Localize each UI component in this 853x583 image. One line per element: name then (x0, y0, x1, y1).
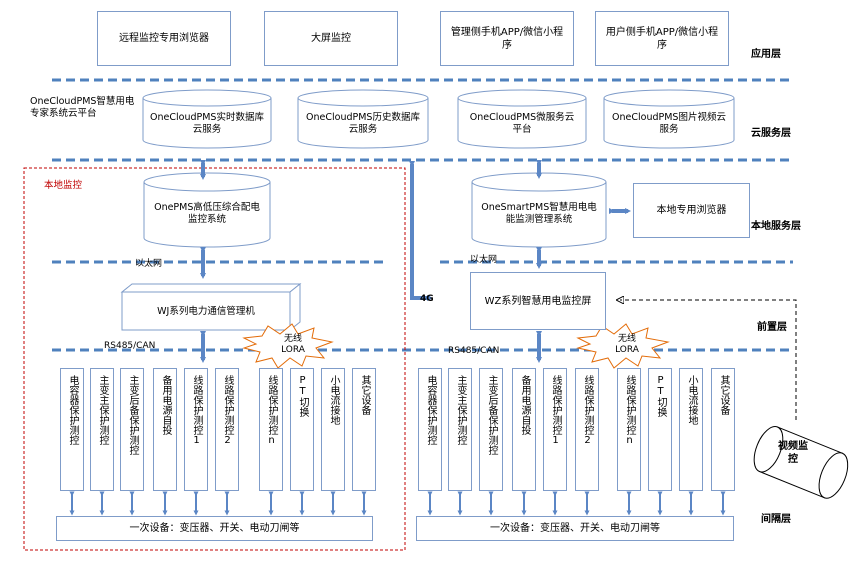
wireless-label-right: 无线LORA (615, 334, 639, 355)
layer-label-bay: 间隔层 (761, 514, 791, 525)
burst-left (242, 323, 334, 369)
right-device-other: 其它设备 (711, 368, 735, 491)
left-device-pt-switch: PT切换 (290, 368, 314, 491)
left-device-other: 其它设备 (352, 368, 376, 491)
video-link (620, 300, 797, 420)
layer-label-local-service: 本地服务层 (751, 221, 801, 232)
left-device-line-n: 线路保护测控n (259, 368, 283, 491)
cloud-history-db-label: OneCloudPMS历史数据库云服务 (306, 112, 420, 135)
wz-screen-box: WZ系列智慧用电监控屏 (470, 272, 606, 330)
cylinder-realtime-db (142, 98, 272, 149)
fourg-label: 4G (420, 294, 434, 304)
cloud-realtime-db-label: OneCloudPMS实时数据库云服务 (150, 112, 264, 135)
cylinder-onesmartpms (471, 182, 607, 248)
left-device-line-2: 线路保护测控2 (215, 368, 239, 491)
ethernet-label-right: 以太网 (470, 255, 498, 265)
left-device-backup-power: 备用电源自投 (153, 368, 177, 491)
cylinder-realtime-db-top (142, 89, 272, 107)
local-monitor-label: 本地监控 (44, 180, 83, 191)
left-primary-equipment: 一次设备：变压器、开关、电动刀闸等 (56, 516, 373, 541)
cylinder-history-db-top (297, 89, 429, 107)
right-device-backup-transformer: 主变后备保护测控 (479, 368, 503, 491)
cloud-platform-label: OneCloudPMS智慧用电专家系统云平台 (30, 96, 135, 119)
left-device-line-1: 线路保护测控1 (184, 368, 208, 491)
app-manager-mobile: 管理侧手机APP/微信小程序 (440, 11, 574, 66)
bus-label-right: RS485/CAN (448, 346, 500, 356)
left-device-backup-transformer: 主变后备保护测控 (120, 368, 144, 491)
app-big-screen: 大屏监控 (264, 11, 398, 66)
right-primary-equipment: 一次设备：变压器、开关、电动刀闸等 (416, 516, 734, 541)
left-device-capacitor: 电容器保护测控 (60, 368, 84, 491)
wireless-bursts (242, 323, 670, 369)
onepms-system-label: OnePMS高低压综合配电监控系统 (154, 202, 260, 225)
cylinder-media (603, 98, 735, 149)
layer-label-app: 应用层 (751, 49, 781, 60)
right-device-backup-power: 备用电源自投 (512, 368, 536, 491)
cloud-cylinders (142, 89, 735, 248)
layer-label-front: 前置层 (757, 322, 787, 333)
cylinder-onepms (143, 182, 271, 248)
cylinder-microservice (457, 98, 587, 149)
local-browser-box: 本地专用浏览器 (633, 183, 750, 238)
wj-box-shape (120, 282, 302, 332)
cylinder-microservice-top (457, 89, 587, 107)
bus-label-left: RS485/CAN (104, 341, 156, 351)
right-device-line-1: 线路保护测控1 (543, 368, 567, 491)
connector-arrows (200, 160, 631, 363)
cylinder-media-top (603, 89, 735, 107)
layer-label-cloud: 云服务层 (751, 128, 791, 139)
left-device-ground: 小电流接地 (321, 368, 345, 491)
onesmartpms-system-label: OneSmartPMS智慧用电电能监测管理系统 (481, 202, 597, 225)
cylinder-onepms-top (143, 172, 271, 192)
cylinder-history-db (297, 98, 429, 149)
cloud-microservice-label: OneCloudPMS微服务云平台 (469, 112, 575, 135)
ethernet-label-left: 以太网 (135, 259, 163, 269)
right-device-ground: 小电流接地 (679, 368, 703, 491)
right-device-pt-switch: PT切换 (648, 368, 672, 491)
right-device-capacitor: 电容器保护测控 (418, 368, 442, 491)
left-device-main-transformer: 主变主保护测控 (90, 368, 114, 491)
right-device-line-2: 线路保护测控2 (575, 368, 599, 491)
local-monitor-frame (23, 167, 406, 551)
video-cylinder (753, 426, 849, 499)
burst-right (576, 323, 670, 369)
wj-comm-manager-label: WJ系列电力通信管理机 (157, 306, 255, 317)
wireless-label-left: 无线LORA (281, 334, 305, 355)
device-bus-arrows (69, 491, 726, 516)
right-device-main-transformer: 主变主保护测控 (448, 368, 472, 491)
right-device-line-n: 线路保护测控n (617, 368, 641, 491)
app-user-mobile: 用户侧手机APP/微信小程序 (595, 11, 729, 66)
layer-separators (52, 78, 793, 352)
cloud-media-label: OneCloudPMS图片视频云服务 (612, 112, 726, 135)
video-monitor-label: 视频监控 (778, 441, 808, 465)
app-remote-browser: 远程监控专用浏览器 (97, 11, 231, 66)
